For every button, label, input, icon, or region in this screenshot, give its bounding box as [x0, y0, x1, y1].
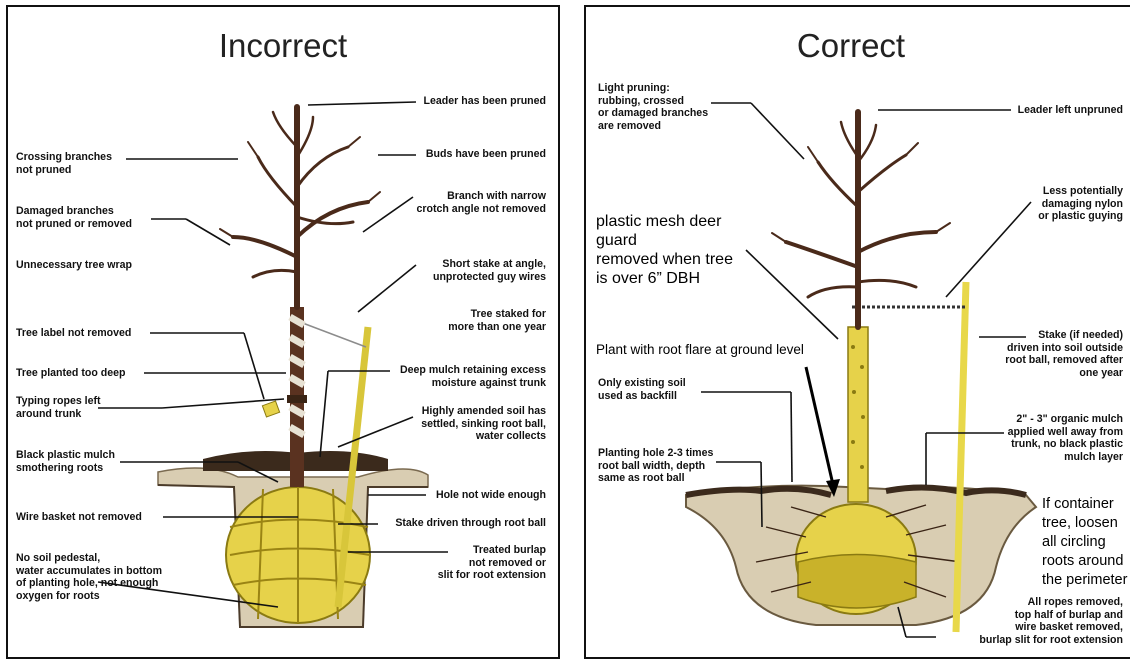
leader-unpruned-label: Leader left unpruned: [1018, 104, 1123, 117]
branches: [220, 107, 380, 307]
tree-label-tag: [262, 401, 279, 417]
damaged-branches-label: Damaged branchesnot pruned or removed: [16, 205, 132, 230]
root-flare-annotation: Plant with root flare at ground level: [596, 340, 804, 359]
burlap-label: Treated burlapnot removed orslit for roo…: [438, 544, 546, 582]
guy-wire: [300, 322, 366, 347]
narrow-crotch-label: Branch with narrowcrotch angle not remov…: [416, 190, 546, 215]
existing-soil-label: Only existing soilused as backfill: [598, 377, 686, 402]
planting-hole-label: Planting hole 2-3 timesroot ball width, …: [598, 447, 713, 485]
wire-basket-label: Wire basket not removed: [16, 511, 142, 524]
short-stake-label: Short stake at angle,unprotected guy wir…: [433, 258, 546, 283]
buds-pruned-label: Buds have been pruned: [426, 148, 546, 161]
stake-outside-label: Stake (if needed)driven into soil outsid…: [1005, 329, 1123, 379]
tree-label-label: Tree label not removed: [16, 327, 131, 340]
no-pedestal-label: No soil pedestal,water accumulates in bo…: [16, 552, 162, 602]
too-deep-label: Tree planted too deep: [16, 367, 126, 380]
root-flare-arrow: [806, 367, 834, 489]
nylon-guying-label: Less potentiallydamaging nylonor plastic…: [1038, 185, 1123, 223]
organic-mulch-label: 2" - 3" organic mulchapplied well away f…: [1008, 413, 1123, 463]
hole-narrow-label: Hole not wide enough: [436, 489, 546, 502]
staked-too-long-label: Tree staked formore than one year: [448, 308, 546, 333]
stake-through-label: Stake driven through root ball: [395, 517, 546, 530]
deer-guard-annotation: plastic mesh deerguardremoved when treei…: [596, 212, 733, 288]
plastic-mulch-label: Black plastic mulchsmothering roots: [16, 449, 115, 474]
leader-pruned-label: Leader has been pruned: [424, 95, 546, 108]
container-tree-annotation: If containertree, loosenall circlingroot…: [1042, 495, 1127, 590]
deep-mulch-label: Deep mulch retaining excessmoisture agai…: [400, 364, 546, 389]
ropes-removed-label: All ropes removed,top half of burlap and…: [979, 596, 1123, 646]
correct-panel: Correct: [584, 5, 1130, 659]
light-pruning-label: Light pruning:rubbing, crossedor damaged…: [598, 82, 708, 132]
ropes-left-label: Typing ropes leftaround trunk: [16, 395, 101, 420]
lower-burlap: [798, 555, 916, 609]
incorrect-panel: Incorrect: [6, 5, 560, 659]
amended-soil-label: Highly amended soil hassettled, sinking …: [421, 405, 546, 443]
mesh-deer-guard: [848, 327, 868, 502]
branches: [772, 112, 950, 327]
tree-wrap-label: Unnecessary tree wrap: [16, 259, 132, 272]
crossing-branches-label: Crossing branchesnot pruned: [16, 151, 112, 176]
trunk-ropes: [287, 395, 307, 403]
